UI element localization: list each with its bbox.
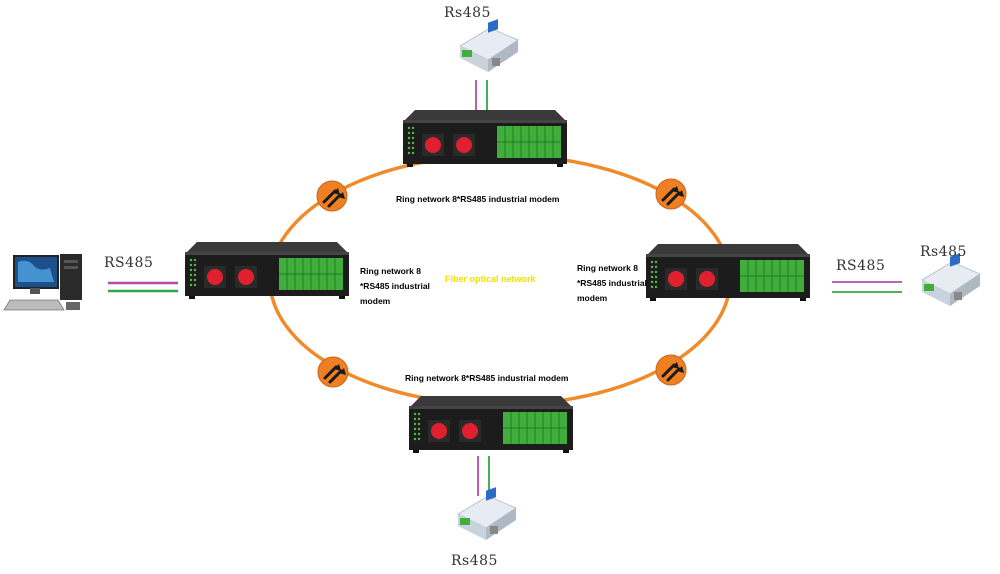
modem-bottom-label: Ring network 8*RS485 industrial modem: [405, 373, 569, 383]
modem-right-line-1: Ring network 8: [577, 263, 638, 273]
right-converter-label: Rs485: [920, 244, 967, 260]
modem-bottom: [408, 395, 574, 454]
right-link-label: RS485: [836, 258, 886, 274]
modem-left-label: Ring network 8 *RS485 industrial modem: [360, 264, 430, 309]
modem-right: [645, 243, 811, 302]
converter-top: [459, 18, 519, 73]
center-label: Fiber optical network: [445, 274, 536, 284]
top-converter-label: Rs485: [444, 5, 491, 21]
converter-right: [921, 252, 981, 307]
modem-right-line-2: *RS485 industrial: [577, 278, 647, 288]
badge-top-right: [654, 177, 688, 211]
modem-top-label: Ring network 8*RS485 industrial modem: [396, 194, 560, 204]
pc-icon: [3, 254, 82, 311]
modem-left-line-3: modem: [360, 296, 391, 306]
modem-right-label: Ring network 8 *RS485 industrial modem: [577, 261, 647, 306]
badge-top-left: [315, 179, 349, 213]
modem-right-line-3: modem: [577, 293, 608, 303]
modem-top: [402, 109, 568, 168]
pc-link-label: RS485: [104, 255, 154, 271]
converter-bottom: [457, 486, 517, 541]
bottom-converter-label: Rs485: [451, 553, 498, 569]
modem-left-line-1: Ring network 8: [360, 266, 421, 276]
modem-left-line-2: *RS485 industrial: [360, 281, 430, 291]
badge-bottom-right: [654, 353, 688, 387]
badge-bottom-left: [316, 355, 350, 389]
modem-left: [184, 241, 350, 300]
